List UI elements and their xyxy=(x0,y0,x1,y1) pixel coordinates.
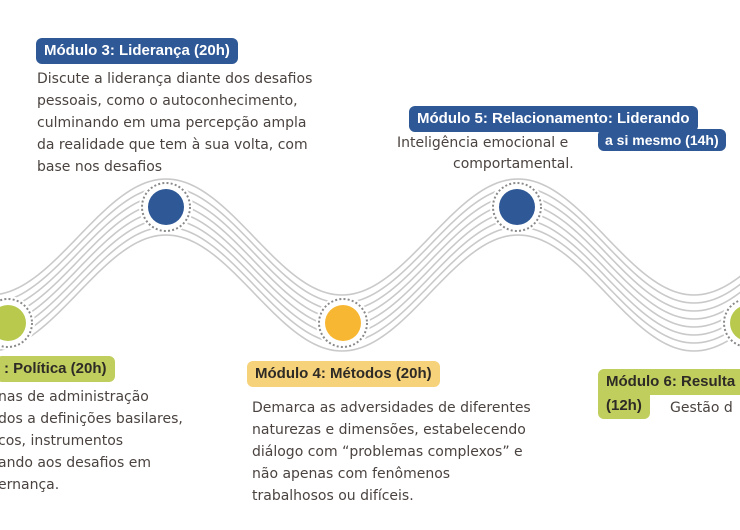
module-3-line: da realidade que tem à sua volta, com xyxy=(37,137,308,153)
module-4-title: Módulo 4: Métodos (20h) xyxy=(247,361,440,387)
module-3-node xyxy=(139,180,193,234)
node-dot xyxy=(499,189,535,225)
module-6-line: Gestão d xyxy=(670,400,733,416)
module-3-title: Módulo 3: Liderança (20h) xyxy=(36,38,238,64)
module-5-title-line-2: a si mesmo (14h) xyxy=(598,129,726,151)
module-4-line: diálogo com “problemas complexos” e xyxy=(252,444,523,460)
module-2-node xyxy=(0,296,35,350)
module-2-description: nas de administração dos a definições ba… xyxy=(0,386,183,496)
module-3-line: Discute a liderança diante dos desafios xyxy=(37,71,313,87)
wave-line xyxy=(0,194,740,312)
wave-line xyxy=(0,218,740,336)
wave-line xyxy=(0,186,740,304)
module-4-description: Demarca as adversidades de diferentes na… xyxy=(252,397,531,507)
node-dotted-ring xyxy=(492,182,542,232)
module-3-line: pessoais, como o autoconhecimento, xyxy=(37,93,298,109)
wave-line xyxy=(0,234,740,352)
node-dot xyxy=(0,305,26,341)
module-2-line: ando aos desafios em xyxy=(0,455,151,471)
wave-line xyxy=(0,226,740,344)
module-4-line: naturezas e dimensões, estabelecendo xyxy=(252,422,526,438)
module-4-line: Demarca as adversidades de diferentes xyxy=(252,400,531,416)
module-3-line: base nos desafios xyxy=(37,159,163,175)
node-dotted-ring xyxy=(141,182,191,232)
module-2-line: cos, instrumentos xyxy=(0,433,124,449)
module-6-title-line-2: (12h) xyxy=(598,393,650,419)
wave-line xyxy=(0,202,740,320)
node-dot xyxy=(148,189,184,225)
node-dotted-ring xyxy=(0,298,33,348)
module-4-line: trabalhosos ou difíceis. xyxy=(252,488,414,504)
node-dotted-ring xyxy=(318,298,368,348)
wave-line xyxy=(0,210,740,328)
module-5-line: comportamental. xyxy=(453,156,574,172)
module-2-title: : Política (20h) xyxy=(0,356,115,382)
module-6-title-line-1: Módulo 6: Resulta xyxy=(598,369,740,395)
wave-line xyxy=(0,178,740,296)
node-dot xyxy=(730,306,740,340)
module-5-title-line-1: Módulo 5: Relacionamento: Liderando xyxy=(409,106,698,132)
module-5-line: Inteligência emocional e xyxy=(397,135,569,151)
module-3-description: Discute a liderança diante dos desafios … xyxy=(37,68,312,178)
node-dot xyxy=(325,305,361,341)
module-2-line: nas de administração xyxy=(0,389,149,405)
module-6-node xyxy=(721,297,740,349)
module-2-line: ernança. xyxy=(0,477,60,493)
module-5-node xyxy=(490,180,544,234)
module-3-line: culminando em uma percepção ampla xyxy=(37,115,307,131)
module-4-line: não apenas com fenômenos xyxy=(252,466,451,482)
module-4-node xyxy=(316,296,370,350)
module-2-line: dos a definições basilares, xyxy=(0,411,183,427)
